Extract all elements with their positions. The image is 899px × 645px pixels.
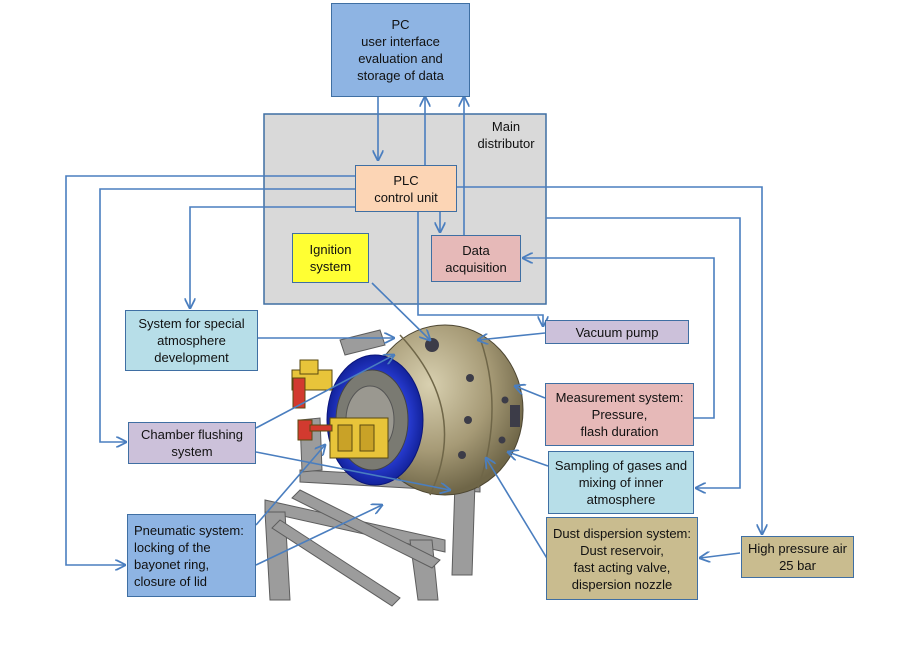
chamber-flushing-box: Chamber flushing system: [128, 422, 256, 464]
vacuum-pump-box: Vacuum pump: [545, 320, 689, 344]
high-pressure-air-box: High pressure air 25 bar: [741, 536, 854, 578]
special-atmosphere-box: System for special atmosphere developmen…: [125, 310, 258, 371]
connectors: [65, 97, 762, 565]
sampling-box: Sampling of gases and mixing of inner at…: [548, 451, 694, 514]
plc-box: PLC control unit: [355, 165, 457, 212]
main-distributor-label: Main distributor: [477, 119, 535, 151]
dust-dispersion-box: Dust dispersion system: Dust reservoir, …: [546, 517, 698, 600]
pc-box: PC user interface evaluation and storage…: [331, 3, 470, 97]
ignition-box: Ignition system: [292, 233, 369, 283]
measurement-box: Measurement system: Pressure, flash dura…: [545, 383, 694, 446]
data-acquisition-box: Data acquisition: [431, 235, 521, 282]
explosion-chamber-illustration: [264, 324, 524, 607]
pneumatic-box: Pneumatic system: locking of the bayonet…: [127, 514, 256, 597]
